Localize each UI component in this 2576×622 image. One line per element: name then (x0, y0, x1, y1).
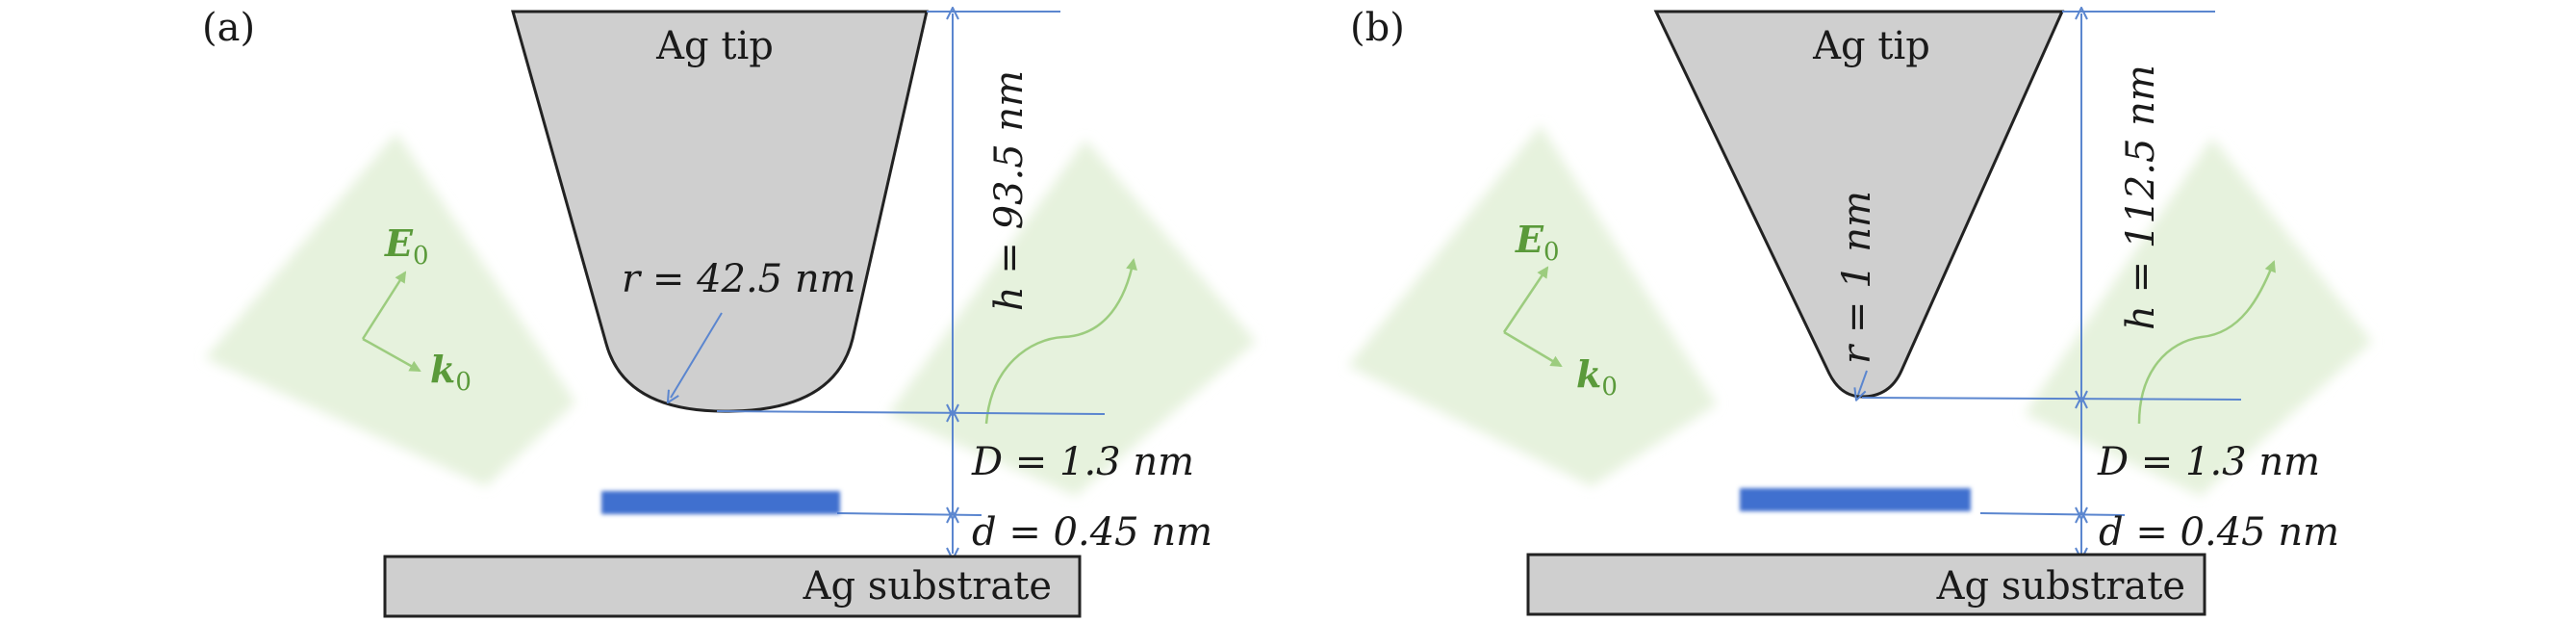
panel-b-svg: E0 k0 Ag tip r = 1 nm h = 112.5 nm D = 1… (1348, 6, 2372, 616)
scattered-light-arrow (984, 258, 1137, 425)
field-label: E0 (384, 221, 429, 271)
panel-a: E0 k0 Ag tip r = 42.5 nm h = 93.5 nm D =… (202, 6, 1256, 618)
panel-b: E0 k0 Ag tip r = 1 nm h = 112.5 nm D = 1… (1288, 0, 2576, 622)
substrate-label: Ag substrate (803, 564, 1052, 609)
molecule (1740, 488, 1971, 511)
gap-label: D = 1.3 nm (971, 440, 1194, 484)
panel-label: (a) (202, 6, 255, 50)
tip-apex-reference-line (716, 410, 1106, 415)
molecule (601, 491, 840, 514)
wavevector-arrow (1503, 330, 1563, 368)
field-vector-arrow (1502, 266, 1549, 333)
radius-arrow (671, 312, 723, 398)
spacer-label: d = 0.45 nm (2099, 510, 2339, 555)
scattered-beam (888, 140, 1256, 496)
field-vector-arrow (361, 271, 407, 340)
spacer-label: d = 0.45 nm (972, 510, 1212, 555)
tip-label: Ag tip (655, 24, 774, 68)
tip-label: Ag tip (1812, 24, 1930, 68)
ag-substrate (1526, 553, 2206, 616)
molecule-reference-line (836, 512, 982, 516)
panel-a-svg: E0 k0 Ag tip r = 42.5 nm h = 93.5 nm D =… (202, 6, 1256, 618)
ag-tip (511, 10, 929, 413)
radius-label: r = 42.5 nm (622, 257, 856, 301)
field-label: E0 (1515, 218, 1560, 267)
incident-beam (1348, 125, 1717, 486)
radius-label: r = 1 nm (1835, 191, 1879, 364)
tip-apex-reference-line (1861, 397, 2242, 401)
height-label: h = 93.5 nm (987, 70, 1032, 311)
substrate-label: Ag substrate (1936, 564, 2185, 609)
molecule-reference-line (1979, 512, 2126, 516)
scattered-light-arrow (2137, 260, 2276, 425)
scattered-beam (2025, 138, 2372, 496)
height-label: h = 112.5 nm (2119, 65, 2163, 330)
gap-label: D = 1.3 nm (2097, 440, 2320, 484)
radius-arrow (1858, 370, 1868, 395)
wavevector-label: k0 (1576, 352, 1618, 402)
wavevector-arrow (362, 337, 421, 373)
panel-label: (b) (1350, 6, 1405, 50)
ag-substrate (383, 555, 1082, 618)
incident-beam (205, 133, 575, 486)
wavevector-label: k0 (430, 348, 472, 397)
